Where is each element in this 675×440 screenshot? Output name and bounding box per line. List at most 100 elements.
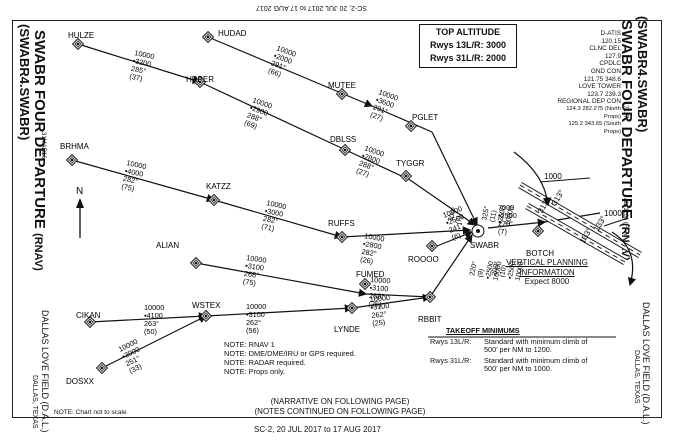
leg-mea: 10000 — [126, 158, 148, 171]
leg-distance: (66) — [267, 66, 282, 79]
leg-course: 262° — [246, 318, 261, 327]
leg-distance: (27) — [369, 110, 384, 123]
freq-item: 120.15 — [601, 37, 621, 45]
freq-item: D-ATIS — [600, 30, 621, 37]
leg-block: 10000 ▪2800 282° (26) — [359, 231, 386, 266]
fix-label-ruffs: RUFFS — [328, 219, 355, 228]
fix-label-katzz: KATZZ — [206, 182, 231, 191]
vertical-planning-title: VERTICAL PLANNING — [506, 258, 588, 267]
freq-item: CLNC DEL — [589, 45, 621, 53]
leg-distance: (37) — [129, 72, 144, 84]
fix-marker-rbbit — [424, 291, 436, 303]
fix-marker-botch — [532, 225, 544, 237]
leg-block: 10000 ▪3100 268° (75) — [242, 253, 267, 288]
leg-block: 10000 ▪2000 291° (66) — [267, 43, 297, 79]
leg-moca: ▪3100 — [369, 283, 388, 293]
takeoff-text: 500’ per NM to 1000. — [484, 364, 552, 374]
leg-course: 268° — [243, 269, 259, 280]
leg-distance: (7) — [455, 215, 465, 225]
leg-course: 282° — [122, 174, 139, 186]
scale-note: NOTE: Chart not to scale — [54, 409, 127, 416]
fix-marker-hulze — [72, 38, 84, 50]
leg-mea: 10000 — [493, 261, 504, 282]
leg-block: 7000 ▪2500 270° (7) — [498, 203, 517, 236]
takeoff-rwy-label: Rwys 13L/R: — [430, 336, 472, 346]
freq-item: REGIONAL DEP CON — [557, 98, 621, 106]
leg-distance: (50) — [144, 327, 157, 336]
leg-block: 10000 ▪3000 282° (71) — [261, 198, 288, 234]
runway-alt-right: 1000 — [604, 209, 622, 218]
fix-label-lynde: LYNDE — [334, 325, 360, 334]
freq-item: 125.2 343.65 (South Props) — [568, 121, 621, 135]
takeoff-rwy-label: Rwys 31L/R: — [430, 355, 472, 365]
leg-distance: (56) — [246, 326, 259, 335]
fix-label-alian: ALIAN — [156, 241, 179, 250]
leg-mea: 10000 — [364, 231, 386, 243]
leg-mea: 10000 — [370, 275, 391, 285]
leg-block: 10000 ▪4000 282° (75) — [121, 158, 148, 193]
leg-course: 285° — [130, 64, 147, 76]
fix-label-wstex: WSTEX — [192, 301, 221, 310]
fix-label-cikan: CIKAN — [76, 311, 101, 320]
fix-label-rbbit: RBBIT — [418, 315, 442, 324]
fix-label-fumed: FUMED — [356, 270, 385, 279]
leg-moca: ▪3100 — [245, 261, 265, 273]
leg-distance: (11) — [489, 210, 498, 223]
leg-block: 10000 ▪3100 268° (25) — [368, 275, 391, 309]
fix-marker-alian — [190, 257, 202, 269]
fix-label-hulze: HULZE — [68, 31, 94, 40]
top-altitude-line1: Rwys 13L/R: 3000 — [429, 40, 507, 50]
fix-label-hrper: HRPER — [186, 75, 214, 84]
leg-distance: (7) — [498, 227, 507, 236]
leg-course: 263° — [144, 319, 159, 328]
leg-moca: ▪3100 — [246, 310, 265, 319]
leg-course: 282° — [262, 214, 279, 226]
top-altitude-line2: Rwys 31L/R: 2000 — [429, 53, 507, 63]
takeoff-minimums: TAKEOFF MINIMUMS Rwys 13L/R: Standard wi… — [430, 326, 620, 374]
leg-distance: (69) — [243, 118, 258, 131]
freq-item: 127.9 — [605, 52, 621, 60]
leg-distance: (6) — [450, 230, 462, 242]
leg-block: 10000 ▪3100 262° (56) — [246, 302, 266, 335]
leg-mea: 10000 — [369, 293, 390, 304]
narrative-line: (NOTES CONTINUED ON FOLLOWING PAGE) — [254, 406, 426, 416]
freq-item: LOVE TOWER — [578, 83, 621, 91]
leg-distance: (71) — [261, 222, 276, 234]
fix-label-brhma: BRHMA — [60, 142, 90, 151]
fix-marker-rooo — [426, 240, 438, 252]
fix-marker-brhma — [66, 154, 78, 166]
leg-distance: (27) — [355, 166, 370, 179]
fix-marker-dblss — [339, 144, 351, 156]
notes-block: NOTE: RNAV 1 NOTE: DME/DME/IRU or GPS re… — [224, 340, 356, 376]
fix-marker-mutee — [336, 88, 348, 100]
freq-item: CPDLC — [599, 60, 621, 68]
leg-moca: ▪4000 — [124, 166, 144, 179]
leg-mea: 10000 — [505, 206, 516, 227]
leg-moca: ▪2500 — [497, 205, 508, 224]
leg-mea: 7000 — [498, 203, 514, 212]
leg-block: 10000 ▪2800 288° (27) — [355, 143, 385, 179]
fix-marker-pglet — [405, 120, 417, 132]
leg-distance: (75) — [242, 277, 256, 288]
fix-label-dblss: DBLSS — [330, 135, 356, 144]
runway-alt-left: 1000 — [544, 172, 562, 181]
takeoff-text: 500’ per NM to 1200. — [484, 345, 552, 355]
fix-label-mutee: MUTEE — [328, 81, 356, 90]
vertical-planning-expect: Expect 8000 — [524, 277, 570, 286]
leg-mea: 10000 — [266, 198, 288, 211]
leg-course: 268° — [369, 291, 385, 301]
leg-info: 10000 ▪2000 291° (66) 10000 ▪3200 285° (… — [117, 43, 517, 375]
north-arrow: N — [76, 186, 84, 238]
swabr-fix-dot — [476, 229, 480, 233]
narrative-line: (NARRATIVE ON FOLLOWING PAGE) — [270, 397, 410, 406]
takeoff-title: TAKEOFF MINIMUMS — [446, 326, 520, 335]
freq-item: 121.75 348.6 — [583, 75, 621, 83]
fix-marker-hudad — [202, 31, 214, 43]
leg-course: 262° — [371, 309, 387, 320]
freq-item: 123.7 239.3 — [587, 90, 621, 98]
leg-block: 10000 ▪2900 288° (69) — [243, 95, 273, 131]
leg-distance: (10) — [499, 264, 508, 278]
fix-label-pglet: PGLET — [412, 113, 438, 122]
runway-heading-1: 313° — [550, 188, 566, 207]
